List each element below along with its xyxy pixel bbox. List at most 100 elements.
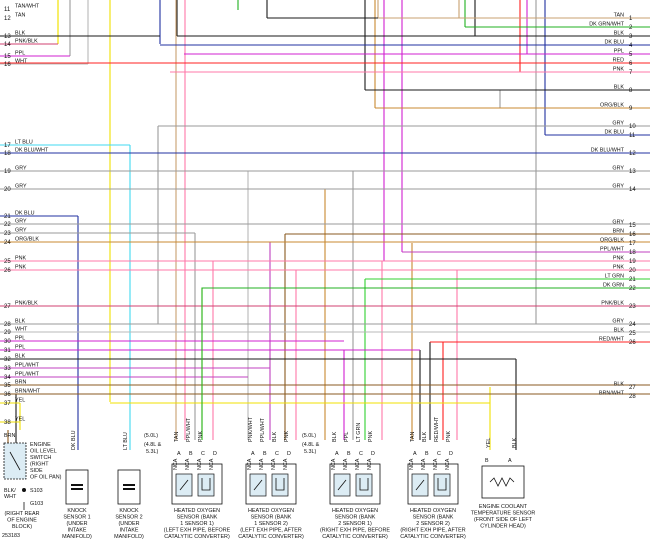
ho2s-b2s1-name-line-4: CATALYTIC CONVERTER) [322, 534, 388, 540]
knock-sensor-2-body [117, 469, 141, 505]
right-wire-label-21: LT GRN [605, 274, 624, 280]
ect-sensor-name-line-2: (FRONT SIDE OF LEFT [474, 517, 533, 523]
ect-wire-blk: BLK [512, 437, 518, 448]
oil-level-switch-name-line-4: SIDE [30, 468, 43, 474]
right-pin-21: 21 [629, 277, 636, 283]
horizontal-wire-runs [0, 17, 650, 440]
right-wire-label-13: GRY [612, 166, 624, 172]
left-pin-24: 24 [4, 240, 11, 246]
switch-arm-symbol [9, 451, 21, 471]
right-pin-12: 12 [629, 151, 636, 157]
ho2s-b1s2-nca-1: NCA [259, 458, 265, 470]
left-pin-12: 12 [4, 16, 11, 22]
left-wire-label-23: GRY [15, 228, 27, 234]
highlight-route-22 [201, 287, 650, 440]
right-pin-6: 6 [629, 61, 633, 67]
right-pin-14: 14 [629, 187, 636, 193]
ho2s-b1s2-nca-3: NCA [283, 458, 289, 470]
ho2s-b1s2-pin-A: A [251, 451, 255, 457]
ho2s-b2s1-wire-3: PNK [368, 431, 374, 442]
right-pin-3: 3 [629, 34, 633, 40]
ho2s-b2s2-wire-0: TAN [410, 432, 416, 442]
right-pin-23: 23 [629, 304, 636, 310]
ho2s-b2s1-nca-0: NCA [331, 458, 337, 470]
right-wire-label-20: PNK [613, 265, 624, 271]
ho2s-b1s2-name-line-1: SENSOR (BANK [251, 515, 292, 521]
ho2s-b1s1-pin-C: C [201, 451, 205, 457]
left-wire-label-17: LT BLU [15, 140, 33, 146]
right-wire-label-23: PNK/BLK [601, 301, 624, 307]
ho2s-b1s1-arrow-symbol [179, 479, 189, 491]
left-wire-label-30: PPL [15, 336, 25, 342]
ho2s-b1s2-nca-2: NCA [271, 458, 277, 470]
ground-location-line-2: BLOCK) [12, 524, 32, 530]
right-wire-label-19: PNK [613, 256, 624, 262]
ho2s-b2s1-pin-A: A [335, 451, 339, 457]
left-pin-18: 18 [4, 151, 11, 157]
right-wire-label-16: BRN [613, 229, 624, 235]
left-wire-label-31: PPL [15, 345, 25, 351]
left-wire-label-33: PPL/WHT [15, 363, 40, 369]
ho2s-b2s2-wire-2: RED/WHT [434, 416, 440, 442]
wire-labels: 11TAN/WHT12TAN13BLK14PNK/BLK15PPL16WHT17… [4, 4, 636, 427]
ho2s-b2s1-engine-50: (5.0L) [302, 433, 316, 439]
ho2s-b2s2-pin-A: A [413, 451, 417, 457]
ho2s-b2s2-pin-C: C [437, 451, 441, 457]
right-wire-label-9: ORG/BLK [600, 103, 624, 109]
left-pin-25: 25 [4, 259, 11, 265]
ho2s-b1s1-wire-2: PNK [198, 431, 204, 442]
right-pin-19: 19 [629, 259, 636, 265]
left-pin-27: 27 [4, 304, 11, 310]
ho2s-b1s2-wire-1: PPL/WHT [260, 417, 266, 442]
ho2s-b1s2-heater-element [271, 473, 289, 497]
left-wire-label-32: BLK [15, 354, 26, 360]
left-wire-label-24: ORG/BLK [15, 237, 39, 243]
right-pin-1: 1 [629, 16, 633, 22]
ho2s-b1s2-pin-C: C [275, 451, 279, 457]
right-wire-label-26: RED/WHT [599, 337, 625, 343]
ho2s-b1s1-engine-4853: (4.8L & [144, 442, 162, 448]
oil-level-switch-name-line-5: OF OIL PAN) [30, 475, 62, 481]
right-pin-13: 13 [629, 169, 636, 175]
right-wire-label-14: GRY [612, 184, 624, 190]
ho2s-b1s2-name-line-4: CATALYTIC CONVERTER) [238, 534, 304, 540]
right-pin-4: 4 [629, 43, 633, 49]
ho2s-b1s1-name-line-4: CATALYTIC CONVERTER) [164, 534, 230, 540]
left-wire-label-29: WHT [15, 327, 28, 333]
ho2s-b2s1-nca-1: NCA [343, 458, 349, 470]
ho2s-b2s1-pin-C: C [359, 451, 363, 457]
ho2s-b2s1-nca-2: NCA [355, 458, 361, 470]
ho2s-b2s2-heater-element [433, 473, 451, 497]
ho2s-b2s1-name-line-0: HEATED OXYGEN [332, 508, 378, 514]
ho2s-b1s1-heater-symbol [201, 478, 211, 491]
right-pin-25: 25 [629, 331, 636, 337]
left-wire-label-36: BRN/WHT [15, 389, 41, 395]
ho2s-b2s2-nca-2: NCA [433, 458, 439, 470]
ho2s-b2s1-arrow-symbol [337, 479, 347, 491]
ho2s-b2s1-name-line-3: (RIGHT EXH PIPE, BEFORE [320, 528, 390, 534]
left-pin-37: 37 [4, 401, 11, 407]
right-pin-5: 5 [629, 52, 633, 58]
left-pin-14: 14 [4, 42, 11, 48]
left-pin-38: 38 [4, 420, 11, 426]
right-wire-label-28: BRN/WHT [599, 391, 625, 397]
ho2s-b1s2-heater-symbol [275, 478, 285, 491]
knock-sensor-1-name-line-3: INTAKE [67, 528, 86, 534]
left-wire-label-19: GRY [15, 166, 27, 172]
left-wire-label-37: YEL [15, 398, 25, 404]
right-wire-label-27: BLK [614, 382, 625, 388]
right-wire-label-5: PPL [614, 49, 624, 55]
left-pin-23: 23 [4, 231, 11, 237]
right-pin-18: 18 [629, 250, 636, 256]
knock-1-wire-label: DK BLU [71, 430, 77, 450]
right-wire-label-12: DK BLU/WHT [591, 148, 625, 154]
left-wire-label-20: GRY [15, 184, 27, 190]
right-pin-15: 15 [629, 223, 636, 229]
left-wire-label-11: TAN/WHT [15, 4, 40, 10]
right-wire-label-1: TAN [614, 13, 624, 19]
left-pin-32: 32 [4, 357, 11, 363]
knock-sensor-2-name-line-2: (UNDER [119, 521, 140, 527]
right-wire-label-24: GRY [612, 319, 624, 325]
